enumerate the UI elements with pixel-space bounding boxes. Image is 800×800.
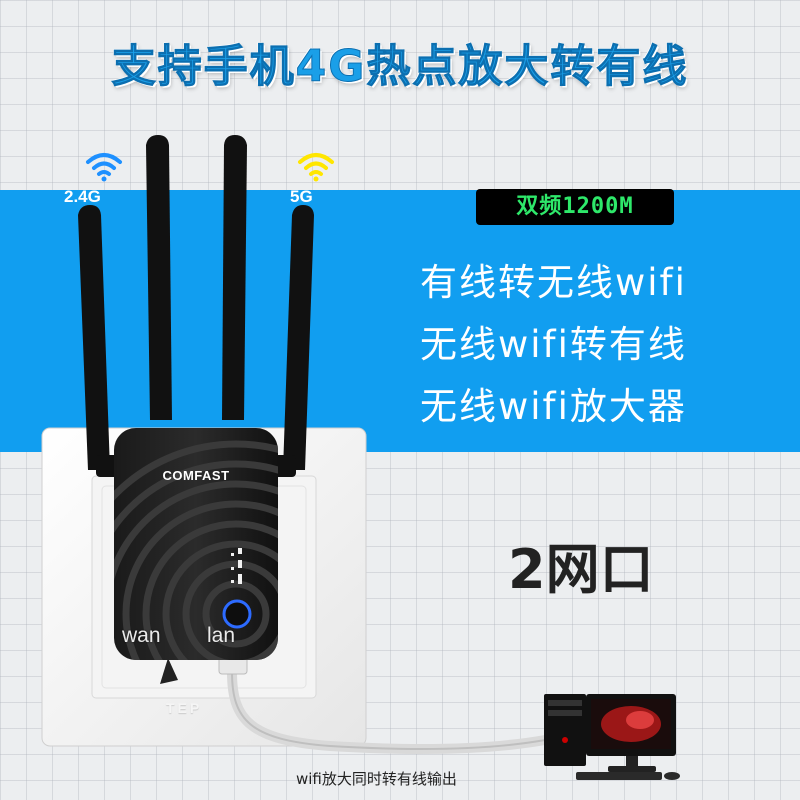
bottom-caption: wifi放大同时转有线输出 — [296, 770, 457, 788]
band-label-2g: 2.4G — [64, 187, 101, 206]
feature-line-2: 无线wifi转有线 — [420, 323, 687, 366]
power-plug — [160, 658, 178, 684]
desktop-computer-icon — [544, 694, 680, 780]
device-brand-logo: COMFAST — [162, 468, 230, 483]
band-label-5g: 5G — [290, 187, 313, 206]
plate-brand: TEP — [166, 700, 203, 716]
headline: 支持手机4G热点放大转有线 — [111, 41, 689, 93]
blue-banner — [0, 190, 800, 452]
wan-port-label: wan — [122, 624, 161, 647]
wifi-2g-icon — [86, 153, 122, 182]
lan-port-label: lan — [207, 624, 236, 647]
router-device — [114, 428, 278, 660]
feature-line-1: 有线转无线wifi — [420, 261, 687, 304]
port-count: 2网口 — [508, 538, 654, 601]
antenna-group — [78, 135, 314, 477]
feature-line-3: 无线wifi放大器 — [420, 385, 687, 428]
wifi-5g-icon — [298, 153, 334, 182]
dual-band-badge: 双频1200M — [476, 189, 674, 225]
